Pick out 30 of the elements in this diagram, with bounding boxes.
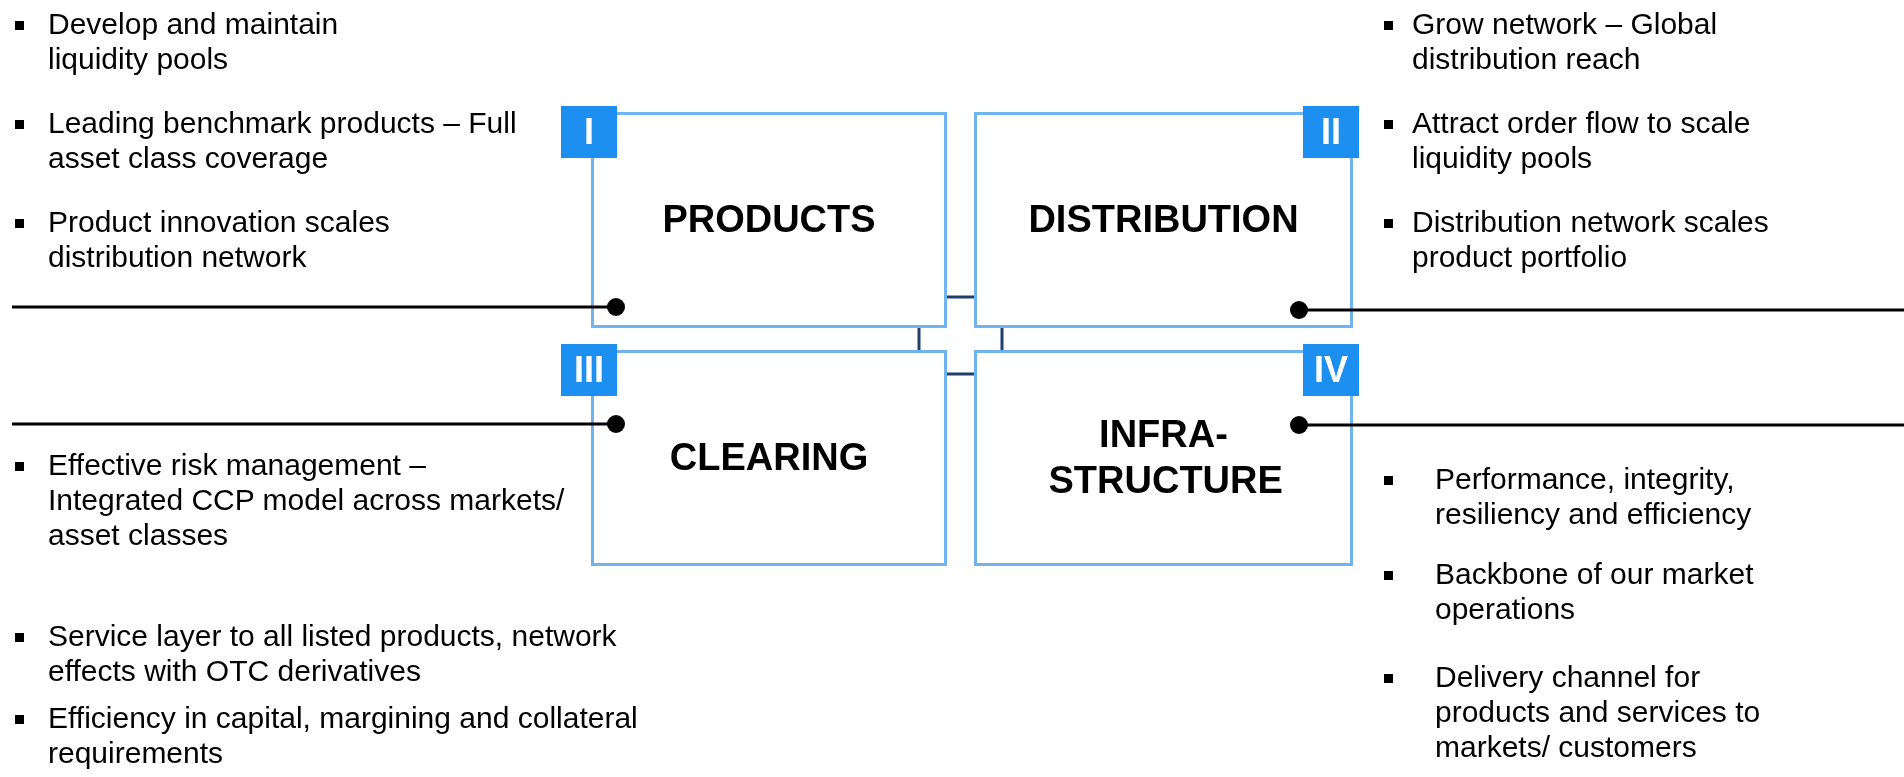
- bullet-text: Efficiency in capital, margining and collateral requirements: [48, 700, 639, 770]
- bullet-text: Effective risk management – Integrated CCP model across markets/ asset classes: [48, 447, 566, 552]
- quadrant-title: PRODUCTS: [662, 197, 876, 243]
- leader-line: [12, 298, 625, 316]
- bullet-text: Delivery channel for products and services to markets/ customers: [1435, 659, 1762, 764]
- bullet-text: Attract order flow to scale liquidity pools: [1412, 105, 1752, 175]
- bullet-text: Develop and maintain liquidity pools: [48, 6, 340, 76]
- bullet-text: Distribution network scales product portfolio: [1412, 204, 1770, 274]
- quadrant-title: CLEARING: [669, 435, 869, 481]
- bullet-text: Product innovation scales distribution network: [48, 204, 391, 274]
- quadrant-title: DISTRIBUTION: [1028, 197, 1299, 243]
- leader-line: [1290, 416, 1904, 434]
- numeral-badge: II: [1303, 106, 1359, 158]
- quadrant-box: [974, 350, 1353, 566]
- connector-line: [947, 295, 974, 299]
- quadrant-box: [974, 112, 1353, 328]
- connector-line: [917, 328, 921, 350]
- connector-line: [1000, 328, 1004, 350]
- numeral-badge: I: [561, 106, 617, 158]
- bullet-text: Backbone of our market operations: [1435, 556, 1755, 626]
- bullet-text: Performance, integrity, resiliency and efficiency: [1435, 461, 1753, 531]
- leader-line: [12, 415, 625, 433]
- numeral-badge: III: [561, 344, 617, 396]
- leader-line: [1290, 301, 1904, 319]
- quadrant-box: [591, 112, 947, 328]
- bullet-text: Grow network – Global distribution reach: [1412, 6, 1719, 76]
- connector-line: [947, 372, 974, 376]
- bullet-text: Service layer to all listed products, network effects with OTC derivatives: [48, 618, 618, 688]
- bullet-text: Leading benchmark products – Full asset class coverage: [48, 105, 518, 175]
- numeral-badge: IV: [1303, 344, 1359, 396]
